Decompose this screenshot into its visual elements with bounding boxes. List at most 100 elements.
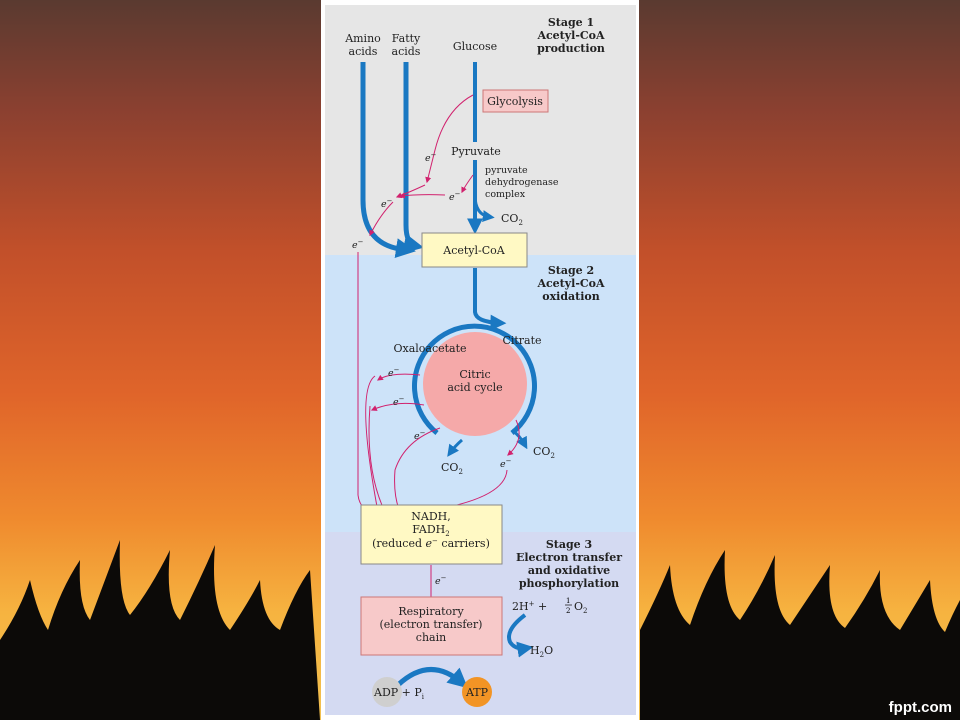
svg-text:NADH,: NADH, xyxy=(411,510,450,523)
fppt-watermark: fppt.com xyxy=(888,699,952,716)
water-label: H2O xyxy=(530,644,553,659)
electron-label-2: e− xyxy=(449,190,461,203)
citric-acid-cycle xyxy=(423,332,527,436)
atp-label: ATP xyxy=(465,686,489,699)
glycolysis-box xyxy=(482,89,549,113)
svg-text:e−: e− xyxy=(393,395,405,408)
amino-acids-label: Amino acids xyxy=(344,32,381,58)
cycle-electron-join-1 xyxy=(365,375,381,514)
svg-text:and oxidative: and oxidative xyxy=(528,564,610,577)
acetyl-coa-to-cycle-arrow xyxy=(473,268,507,331)
pyruvate-label: Pyruvate xyxy=(451,145,501,158)
acetyl-coa-box xyxy=(421,232,528,268)
svg-text:e−: e− xyxy=(435,574,447,587)
respiratory-chain-label: Respiratory (electron transfer) chain xyxy=(380,605,483,644)
reduced-carriers-box xyxy=(360,504,503,565)
electron-down-path xyxy=(369,201,394,237)
citrate-label: Citrate xyxy=(502,334,541,347)
svg-text:oxidation: oxidation xyxy=(542,290,600,303)
grass-silhouette xyxy=(0,540,960,720)
electron-label-4: e− xyxy=(352,238,364,251)
amino-acids-arrow xyxy=(360,62,416,259)
svg-text:acids: acids xyxy=(392,45,421,58)
svg-text:CO2: CO2 xyxy=(501,212,523,227)
electron-label-6: e− xyxy=(393,395,405,408)
electron-label-3: e− xyxy=(381,197,393,210)
svg-text:Acetyl-CoA: Acetyl-CoA xyxy=(536,277,605,290)
svg-text:acids: acids xyxy=(349,45,378,58)
pdh-complex-label: pyruvate dehydrogenase complex xyxy=(485,165,559,200)
fatty-acids-arrow xyxy=(402,62,424,254)
svg-text:e−: e− xyxy=(425,151,437,164)
cycle-electron-path-3 xyxy=(394,427,441,514)
electron-label-8: e− xyxy=(500,457,512,470)
svg-text:FADH2: FADH2 xyxy=(412,523,450,538)
pdh-electron-path xyxy=(461,174,474,194)
citric-acid-cycle-label: Citric acid cycle xyxy=(447,368,502,394)
svg-text:O2: O2 xyxy=(574,600,588,615)
stage-2-title: Stage 2 Acetyl-CoA oxidation xyxy=(536,264,605,303)
svg-text:e−: e− xyxy=(449,190,461,203)
fatty-acids-label: Fatty acids xyxy=(392,32,422,58)
glycolysis-label: Glycolysis xyxy=(487,95,543,108)
svg-text:ADP + Pi: ADP + Pi xyxy=(373,686,425,701)
svg-text:CO2: CO2 xyxy=(533,445,555,460)
stage-3-title: Stage 3 Electron transfer and oxidative … xyxy=(516,538,622,590)
svg-text:Stage 3: Stage 3 xyxy=(546,538,592,551)
oxaloacetate-label: Oxaloacetate xyxy=(393,342,466,355)
svg-text:complex: complex xyxy=(485,189,526,200)
svg-text:2H+ +: 2H+ + xyxy=(512,600,547,613)
svg-text:chain: chain xyxy=(416,631,446,644)
svg-text:acid cycle: acid cycle xyxy=(447,381,502,394)
cycle-electron-join-2 xyxy=(368,405,386,514)
electron-label-7: e− xyxy=(414,429,426,442)
svg-text:pyruvate: pyruvate xyxy=(485,165,528,176)
adp-to-atp-arrow xyxy=(396,667,469,689)
svg-text:Electron transfer: Electron transfer xyxy=(516,551,622,564)
svg-text:Respiratory: Respiratory xyxy=(398,605,464,618)
electron-label-9: e− xyxy=(435,574,447,587)
cycle-electron-path-2 xyxy=(370,402,425,411)
co2-branch-arrow xyxy=(473,194,495,222)
svg-text:e−: e− xyxy=(381,197,393,210)
reduced-carriers-label: NADH, FADH2 (reduced e− carriers) xyxy=(372,510,490,550)
cycle-electron-path-1 xyxy=(377,373,421,381)
co2-cycle-right-label: CO2 xyxy=(533,445,555,460)
svg-text:1: 1 xyxy=(566,597,570,605)
svg-text:phosphorylation: phosphorylation xyxy=(519,577,619,590)
oxygen-to-water-arrow xyxy=(507,613,534,658)
stage-1-title: Stage 1 Acetyl-CoA production xyxy=(536,16,605,55)
co2-stage1-label: CO2 xyxy=(501,212,523,227)
glucose-label: Glucose xyxy=(453,40,497,53)
svg-text:e−: e− xyxy=(352,238,364,251)
citric-cycle-ring xyxy=(412,323,537,435)
svg-text:dehydrogenase: dehydrogenase xyxy=(485,177,559,188)
svg-text:Stage 1: Stage 1 xyxy=(548,16,594,29)
co2-cycle-left-label: CO2 xyxy=(441,461,463,476)
acetyl-coa-label: Acetyl-CoA xyxy=(442,244,506,257)
oxygen-input-label: 2H+ + 1 2 O2 xyxy=(512,597,588,615)
electron-label-5: e− xyxy=(388,366,400,379)
adp-label: ADP + Pi xyxy=(373,686,425,701)
svg-text:Amino: Amino xyxy=(344,32,381,45)
svg-text:production: production xyxy=(537,42,605,55)
svg-text:e−: e− xyxy=(388,366,400,379)
svg-text:H2O: H2O xyxy=(530,644,553,659)
electron-merge-path-2 xyxy=(398,192,446,199)
glycolysis-electron-path xyxy=(425,94,474,184)
svg-text:2: 2 xyxy=(566,607,570,615)
svg-text:e−: e− xyxy=(500,457,512,470)
svg-text:Stage 2: Stage 2 xyxy=(548,264,594,277)
svg-text:Citric: Citric xyxy=(459,368,490,381)
electron-label-1: e− xyxy=(425,151,437,164)
cycle-electron-path-4 xyxy=(507,419,520,456)
co2-cycle-arrow-left xyxy=(447,438,463,457)
atp-circle xyxy=(462,677,492,707)
svg-text:(electron transfer): (electron transfer) xyxy=(380,618,483,631)
respiratory-chain-box xyxy=(360,596,503,656)
svg-text:Fatty: Fatty xyxy=(392,32,421,45)
adp-circle xyxy=(372,677,402,707)
svg-text:CO2: CO2 xyxy=(441,461,463,476)
svg-text:Acetyl-CoA: Acetyl-CoA xyxy=(536,29,605,42)
